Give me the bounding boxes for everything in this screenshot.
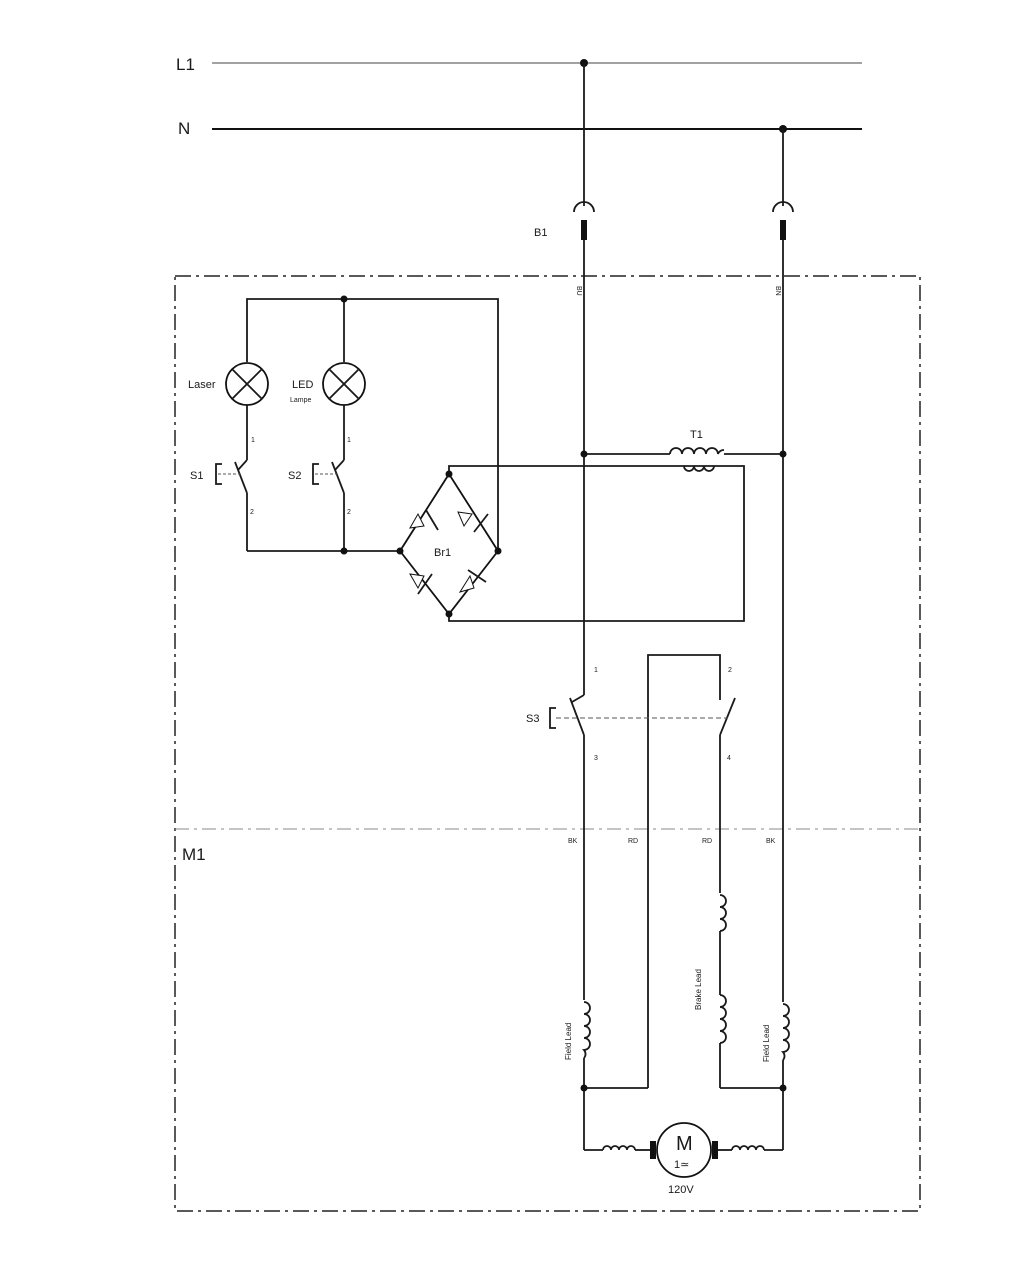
diode-bottom-left (409, 573, 433, 595)
diode-bottom-right (458, 569, 487, 593)
enclosure: M1 (174, 275, 921, 1212)
laser-pin-1: 1 (251, 437, 255, 444)
wire-color-bu: BU (575, 286, 582, 296)
motor-lead-coil-left (602, 1145, 636, 1151)
laser-pin-2: 2 (250, 509, 254, 516)
lead-color-bk-left: BK (568, 838, 578, 845)
led-lamp: LED Lampe 1 (290, 362, 366, 460)
supply-rails: L1 N (176, 55, 862, 138)
motor-coils: Field Lead Brake Lead Field Lead (564, 893, 793, 1092)
led-sublabel: Lampe (290, 397, 312, 404)
field-coil-right (780, 1003, 790, 1061)
brake-lead-label: Brake Lead (694, 969, 703, 1010)
motor-lead-colors: BK RD RD BK (568, 838, 776, 845)
diode-top-left (409, 509, 439, 531)
transformer-primary-coil (669, 447, 725, 455)
plug-pin-right (780, 220, 786, 240)
s3-pin-4: 4 (727, 755, 731, 762)
socket-left (573, 201, 595, 213)
brake-coil-lower (719, 994, 727, 1044)
led-pin-2: 2 (347, 509, 351, 516)
plug-label: B1 (534, 227, 547, 239)
led-pin-1: 1 (347, 437, 351, 444)
rail-l1-label: L1 (176, 55, 195, 74)
motor-symbol: M (676, 1133, 693, 1155)
motor: M 1≃ 120V (584, 1122, 783, 1196)
rectifier-label: Br1 (434, 547, 451, 559)
bridge-rectifier-br1: Br1 (396, 470, 502, 618)
s1-label: S1 (190, 470, 203, 482)
motor-circle (656, 1122, 712, 1178)
s3-pin-2: 2 (728, 667, 732, 674)
s3-pin-3: 3 (594, 755, 598, 762)
plug-b1: B1 (534, 63, 794, 240)
motor-lead-coil-right (731, 1145, 765, 1151)
plug-pin-left (581, 220, 587, 240)
laser-label: Laser (188, 379, 216, 391)
lamp-circuit: Laser 1 LED Lampe 1 S1 2 (188, 295, 499, 555)
motor-subsymbol: 1≃ (674, 1159, 689, 1171)
diode-top-right (457, 511, 489, 533)
switch-s3: S3 1 2 3 4 (526, 654, 736, 1150)
transformer-label: T1 (690, 429, 703, 441)
switch-s1: S1 2 (190, 459, 254, 551)
lead-color-rd-right: RD (702, 838, 712, 845)
motor-voltage: 120V (668, 1184, 694, 1196)
wire-color-bn: BN (774, 286, 781, 296)
main-feeds: BU BN (575, 240, 784, 1150)
field-lead-right-label: Field Lead (762, 1025, 771, 1062)
motor-section-label: M1 (182, 845, 206, 864)
transformer-t1: T1 (448, 429, 787, 622)
lead-color-rd-left: RD (628, 838, 638, 845)
s3-pin-1: 1 (594, 667, 598, 674)
switch-s2: S2 2 (288, 459, 351, 551)
s2-label: S2 (288, 470, 301, 482)
laser-lamp: Laser 1 (188, 362, 269, 460)
socket-right (772, 201, 794, 213)
led-label: LED (292, 379, 313, 391)
rail-n-label: N (178, 119, 190, 138)
field-coil-left (581, 1001, 591, 1059)
s3-label: S3 (526, 713, 539, 725)
lead-color-bk-right: BK (766, 838, 776, 845)
transformer-secondary-coil (683, 465, 715, 472)
field-lead-left-label: Field Lead (564, 1023, 573, 1060)
brake-coil-upper (719, 894, 727, 932)
